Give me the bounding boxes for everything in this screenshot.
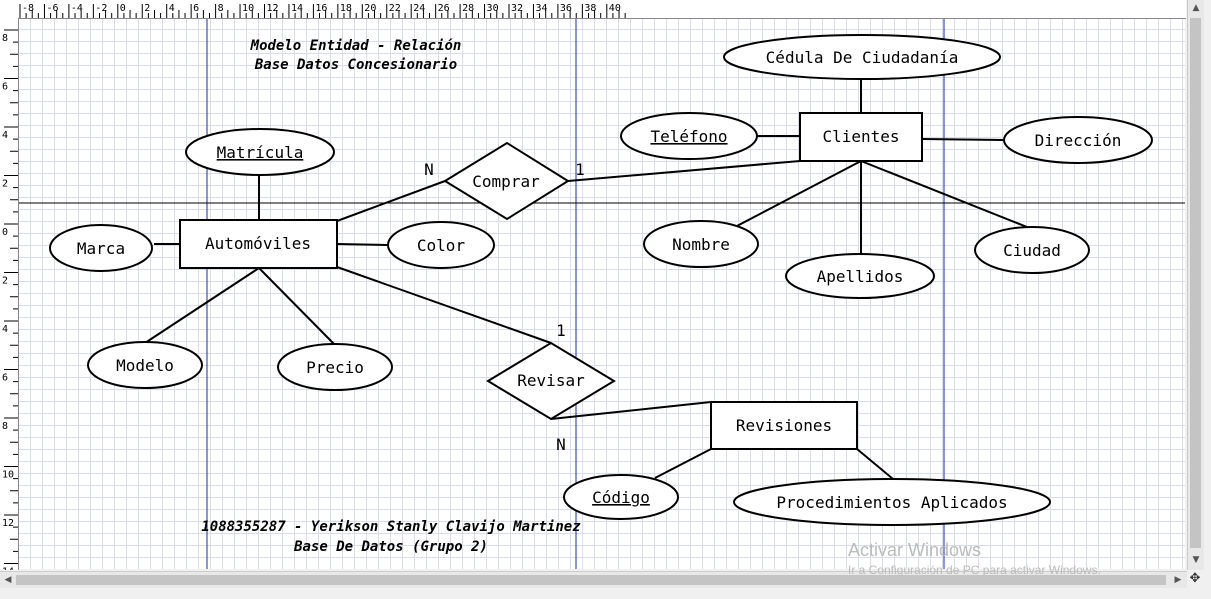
attribute-marca[interactable]: Marca: [49, 224, 153, 272]
relationship-comprar[interactable]: Comprar: [443, 141, 570, 221]
attribute-label: Precio: [306, 358, 364, 377]
ruler-label: 2: [144, 3, 150, 14]
ruler-label: 12: [2, 518, 14, 529]
ruler-label: -2: [95, 3, 107, 14]
ruler-label: 0: [2, 227, 8, 238]
ruler-label: 20: [364, 3, 376, 14]
ruler-label: 8: [2, 33, 8, 44]
connectors: [144, 79, 1033, 480]
ruler-label: 40: [609, 3, 621, 14]
diagram-footer-line-1: 1088355287 - Yerikson Stanly Clavijo Mar…: [201, 519, 581, 535]
attribute-label: Dirección: [1035, 131, 1122, 150]
vertical-scrollbar[interactable]: ▲ ▼: [1187, 0, 1204, 570]
scroll-down-icon[interactable]: ▼: [1192, 555, 1200, 565]
ruler-label: -8: [22, 3, 34, 14]
horizontal-scrollbar[interactable]: ◀ ▶: [0, 571, 1187, 588]
diagram-title-line-1: Modelo Entidad - Relación: [250, 38, 462, 54]
ruler-label: 2: [2, 276, 8, 287]
entity-label: Automóviles: [205, 234, 311, 253]
ruler-label: 36: [560, 3, 572, 14]
diagram-canvas[interactable]: Automóviles Clientes Revisiones Comprar …: [19, 19, 1185, 569]
attribute-label: Color: [417, 236, 466, 255]
ruler-label: 6: [2, 82, 8, 93]
vertical-scroll-thumb[interactable]: [1190, 18, 1201, 548]
attribute-nombre[interactable]: Nombre: [643, 220, 759, 268]
attribute-label: Apellidos: [817, 267, 904, 286]
attribute-ciudad[interactable]: Ciudad: [974, 226, 1090, 274]
diagram-footer-line-2: Base De Datos (Grupo 2): [293, 539, 488, 555]
attribute-color[interactable]: Color: [387, 221, 495, 269]
cardinality-label: 1: [556, 321, 566, 340]
ruler-label: 0: [120, 3, 126, 14]
diagram-title-line-2: Base Datos Concesionario: [254, 57, 457, 73]
ruler-label: 28: [462, 3, 474, 14]
attribute-label: Marca: [77, 239, 125, 258]
attribute-cedula[interactable]: Cédula De Ciudadanía: [723, 34, 1001, 80]
attribute-matricula[interactable]: Matrícula: [185, 128, 335, 176]
attribute-label: Procedimientos Aplicados: [776, 493, 1007, 512]
entity-label: Clientes: [822, 127, 899, 146]
ruler-label: 34: [535, 3, 547, 14]
ruler-label: 32: [511, 3, 523, 14]
cardinality-label: N: [556, 435, 566, 454]
attribute-label: Cédula De Ciudadanía: [766, 48, 959, 67]
er-diagram: Automóviles Clientes Revisiones Comprar …: [19, 19, 1185, 569]
attribute-label: Nombre: [672, 235, 730, 254]
attribute-codigo[interactable]: Código: [563, 474, 679, 520]
vertical-ruler: 8 6 4 2 0 2 4 6 8 10 12 14: [0, 18, 19, 589]
ruler-label: 26: [438, 3, 450, 14]
ruler-label: 6: [193, 3, 199, 14]
ruler-label: 4: [2, 324, 8, 335]
ruler-label: 2: [2, 179, 8, 190]
attribute-procedimientos[interactable]: Procedimientos Aplicados: [733, 478, 1051, 526]
scroll-left-icon[interactable]: ◀: [4, 575, 12, 585]
attribute-apellidos[interactable]: Apellidos: [785, 253, 935, 299]
ruler-label: 12: [267, 3, 279, 14]
ruler-label: -6: [46, 3, 58, 14]
cardinality-label: N: [424, 160, 434, 179]
ruler-label: 14: [2, 567, 14, 571]
ruler-label: 22: [389, 3, 401, 14]
ruler-label: 14: [291, 3, 303, 14]
ruler-label: 6: [2, 373, 8, 384]
relationship-revisar[interactable]: Revisar: [486, 341, 616, 421]
scroll-right-icon[interactable]: ▶: [1174, 575, 1182, 585]
attribute-direccion[interactable]: Dirección: [1003, 116, 1153, 164]
ruler-label: 24: [413, 3, 425, 14]
ruler-label: 8: [2, 421, 8, 432]
entity-clientes[interactable]: Clientes: [799, 112, 923, 162]
horizontal-scroll-thumb[interactable]: [16, 575, 1166, 585]
ruler-label: 10: [2, 470, 14, 481]
ruler-label: -4: [71, 3, 83, 14]
attribute-telefono[interactable]: Teléfono: [620, 112, 758, 160]
ruler-label: 16: [315, 3, 327, 14]
entity-revisiones[interactable]: Revisiones: [710, 401, 858, 450]
ruler-label: 4: [169, 3, 175, 14]
ruler-label: 30: [487, 3, 499, 14]
attribute-label: Código: [592, 488, 650, 507]
cardinality-label: 1: [575, 160, 585, 179]
ruler-label: 8: [218, 3, 224, 14]
attribute-label: Matrícula: [217, 143, 304, 162]
entity-label: Revisiones: [736, 416, 832, 435]
move-icon[interactable]: ✥: [1189, 571, 1201, 586]
scroll-up-icon[interactable]: ▲: [1192, 3, 1200, 13]
attribute-modelo[interactable]: Modelo: [87, 341, 203, 389]
relationship-label: Comprar: [472, 172, 540, 191]
attribute-label: Modelo: [116, 356, 174, 375]
attribute-precio[interactable]: Precio: [277, 343, 393, 391]
relationship-label: Revisar: [517, 371, 585, 390]
ruler-label: 10: [242, 3, 254, 14]
ruler-label: 4: [2, 130, 8, 141]
entity-automoviles[interactable]: Automóviles: [179, 219, 338, 269]
attribute-label: Ciudad: [1003, 241, 1061, 260]
ruler-label: 38: [584, 3, 596, 14]
ruler-label: 18: [340, 3, 352, 14]
attribute-label: Teléfono: [650, 127, 727, 146]
